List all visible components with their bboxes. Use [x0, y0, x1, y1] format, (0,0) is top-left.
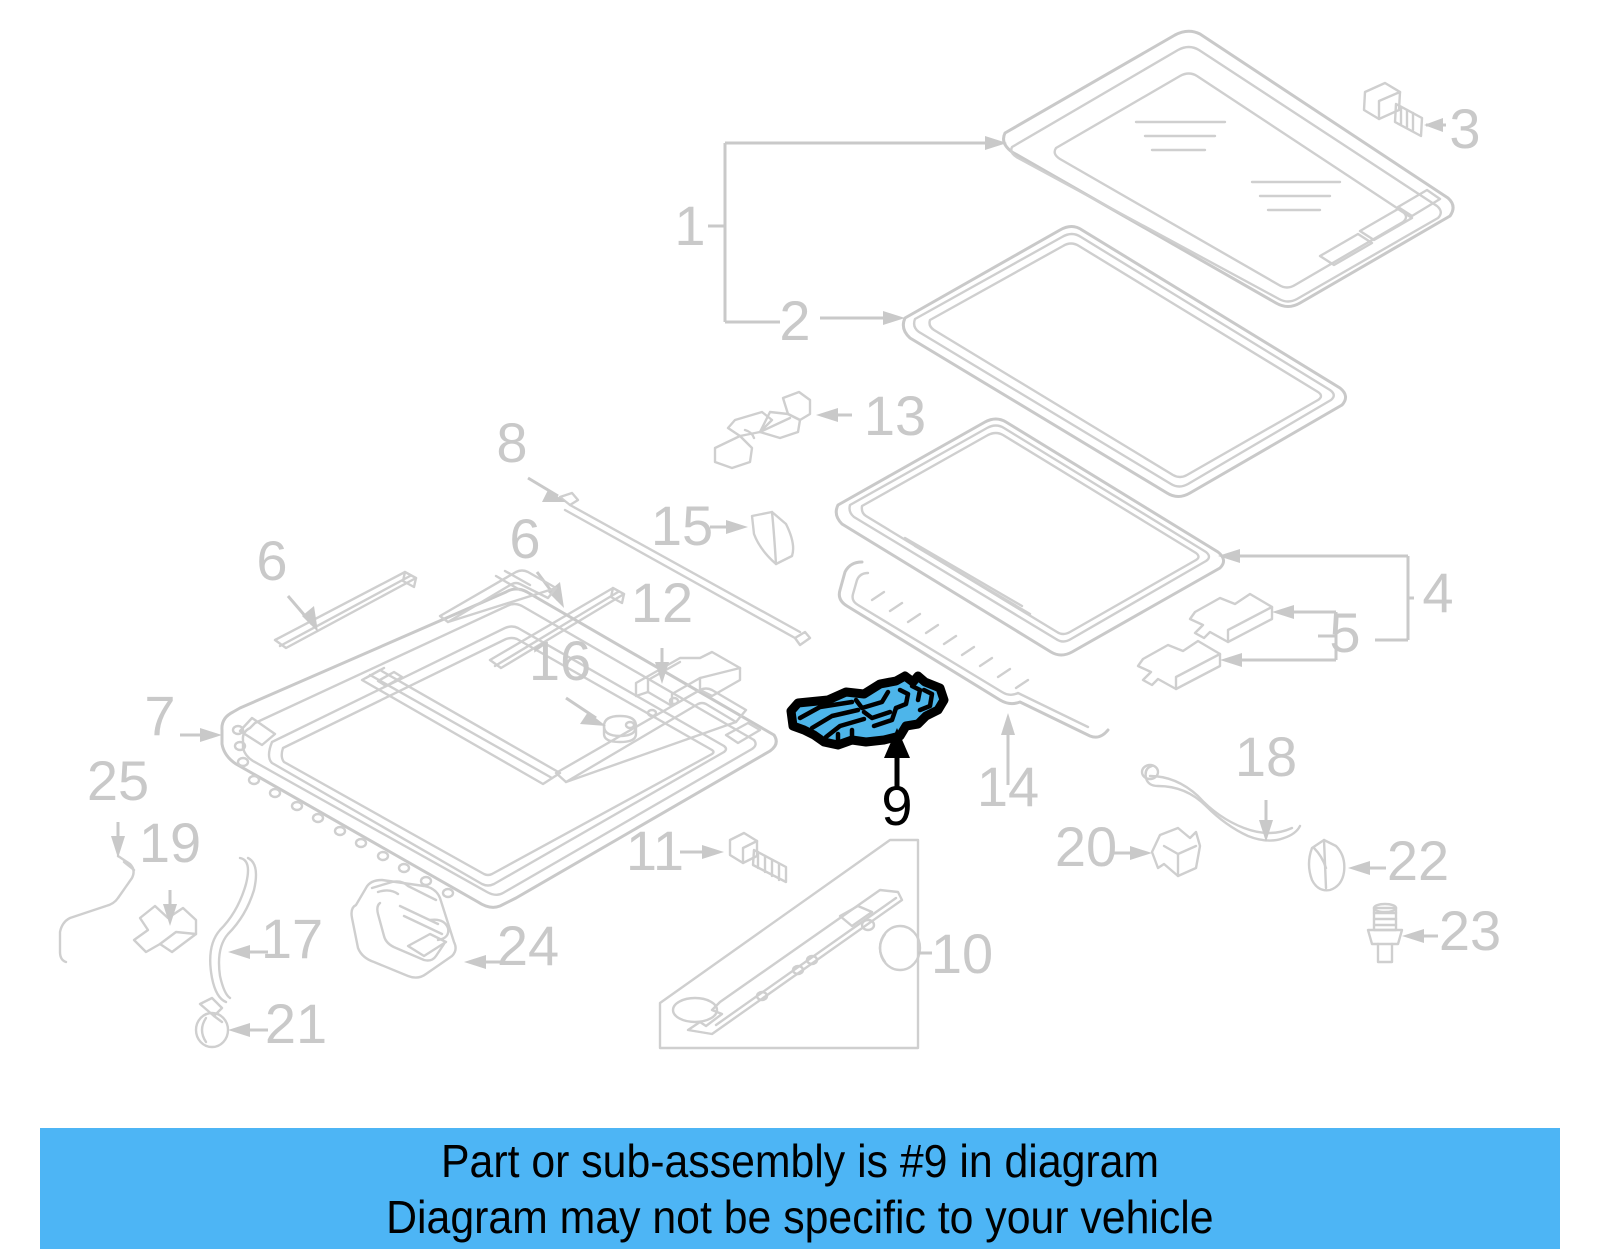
- leader-13: [816, 408, 852, 422]
- leader-17: [228, 945, 268, 959]
- leader-6b: [535, 571, 564, 608]
- part-8-deflector-arm: [558, 491, 812, 647]
- callout-label-23: 23: [1439, 899, 1501, 962]
- diagram-note-banner: Part or sub-assembly is #9 in diagram Di…: [40, 1128, 1560, 1249]
- callout-label-5: 5: [1329, 601, 1360, 664]
- part-4-sunshade: [834, 417, 1225, 657]
- callout-label-7: 7: [144, 684, 175, 747]
- part-11-bolt: [728, 831, 788, 884]
- part-24-sunroof-motor: [350, 878, 457, 979]
- leader-1: [708, 136, 1007, 324]
- leader-3: [1424, 118, 1446, 132]
- part-6a-rail-strip: [273, 570, 418, 650]
- part-23-stud: [1366, 902, 1404, 964]
- callout-label-22: 22: [1387, 829, 1449, 892]
- leader-18: [1259, 800, 1273, 842]
- part-9-highlighted-bracket: [786, 671, 949, 750]
- part-13-lift-link: [713, 390, 812, 470]
- part-16-plug: [602, 714, 638, 744]
- part-18-drain-hose-right: [1140, 763, 1302, 842]
- callout-label-18: 18: [1235, 725, 1297, 788]
- callout-label-25: 25: [87, 749, 149, 812]
- part-12-guide-shoe: [634, 650, 742, 708]
- part-15-deflector-tab: [750, 510, 795, 566]
- callout-label-4: 4: [1422, 561, 1453, 624]
- exploded-diagram-svg: 1 2 3 4 5 6 6 7 8 9 10 11 12 13 14 15 16…: [58, 29, 1501, 1055]
- leader-22: [1348, 861, 1386, 875]
- callout-label-17: 17: [261, 907, 323, 970]
- leader-9: [884, 728, 910, 790]
- leader-25: [111, 822, 125, 858]
- callout-label-20: 20: [1055, 815, 1117, 878]
- callout-label-24: 24: [497, 914, 559, 977]
- leader-23: [1402, 929, 1438, 943]
- banner-line-disclaimer: Diagram may not be specific to your vehi…: [386, 1190, 1214, 1243]
- leader-24: [464, 955, 500, 969]
- callout-label-16: 16: [529, 629, 591, 692]
- part-21-fitting: [194, 996, 230, 1049]
- part-3-bolt: [1362, 81, 1424, 138]
- part-14-seal-strip: [837, 560, 1110, 739]
- leader-5: [1220, 605, 1338, 667]
- callout-label-6a: 6: [256, 529, 287, 592]
- leader-7: [180, 728, 222, 742]
- callout-label-3: 3: [1449, 97, 1480, 160]
- banner-line-part-number: Part or sub-assembly is #9 in diagram: [440, 1134, 1160, 1187]
- leader-11: [680, 845, 724, 859]
- leader-19: [163, 890, 177, 926]
- callout-label-19: 19: [139, 811, 201, 874]
- part-2-glass-seal: [901, 225, 1347, 498]
- part-17-drain-hose: [209, 856, 258, 1004]
- callout-label-21: 21: [265, 992, 327, 1055]
- callout-label-10: 10: [931, 922, 993, 985]
- leader-15: [710, 520, 748, 534]
- part-5-clips: [1136, 592, 1274, 691]
- part-22-retainer: [1307, 838, 1346, 892]
- part-7-sunroof-frame: [220, 569, 778, 909]
- callout-label-13: 13: [864, 384, 926, 447]
- leader-16: [565, 696, 606, 726]
- callout-label-6b: 6: [509, 507, 540, 570]
- callout-label-1: 1: [674, 194, 705, 257]
- leader-6a: [286, 595, 318, 632]
- leader-12: [655, 648, 669, 684]
- part-19-bracket: [132, 904, 198, 954]
- callout-label-12: 12: [631, 571, 693, 634]
- callout-label-2: 2: [779, 289, 810, 352]
- callout-label-15: 15: [651, 494, 713, 557]
- leader-14: [1001, 713, 1015, 785]
- part-10-rail-detail-box: [658, 838, 922, 1050]
- leader-20: [1114, 846, 1152, 860]
- callout-label-8: 8: [496, 411, 527, 474]
- part-20-clip: [1150, 826, 1202, 878]
- part-6b-rail-strip: [488, 586, 626, 670]
- part-25-drain-tube: [58, 854, 136, 964]
- leader-2: [820, 311, 905, 325]
- leader-21: [228, 1023, 268, 1037]
- callout-label-14: 14: [977, 755, 1039, 818]
- part-1-glass-panel-assembly: [1002, 29, 1455, 308]
- leader-4: [1218, 549, 1414, 642]
- leader-8: [527, 476, 566, 502]
- callout-label-11: 11: [626, 819, 684, 882]
- callout-label-9: 9: [881, 774, 912, 837]
